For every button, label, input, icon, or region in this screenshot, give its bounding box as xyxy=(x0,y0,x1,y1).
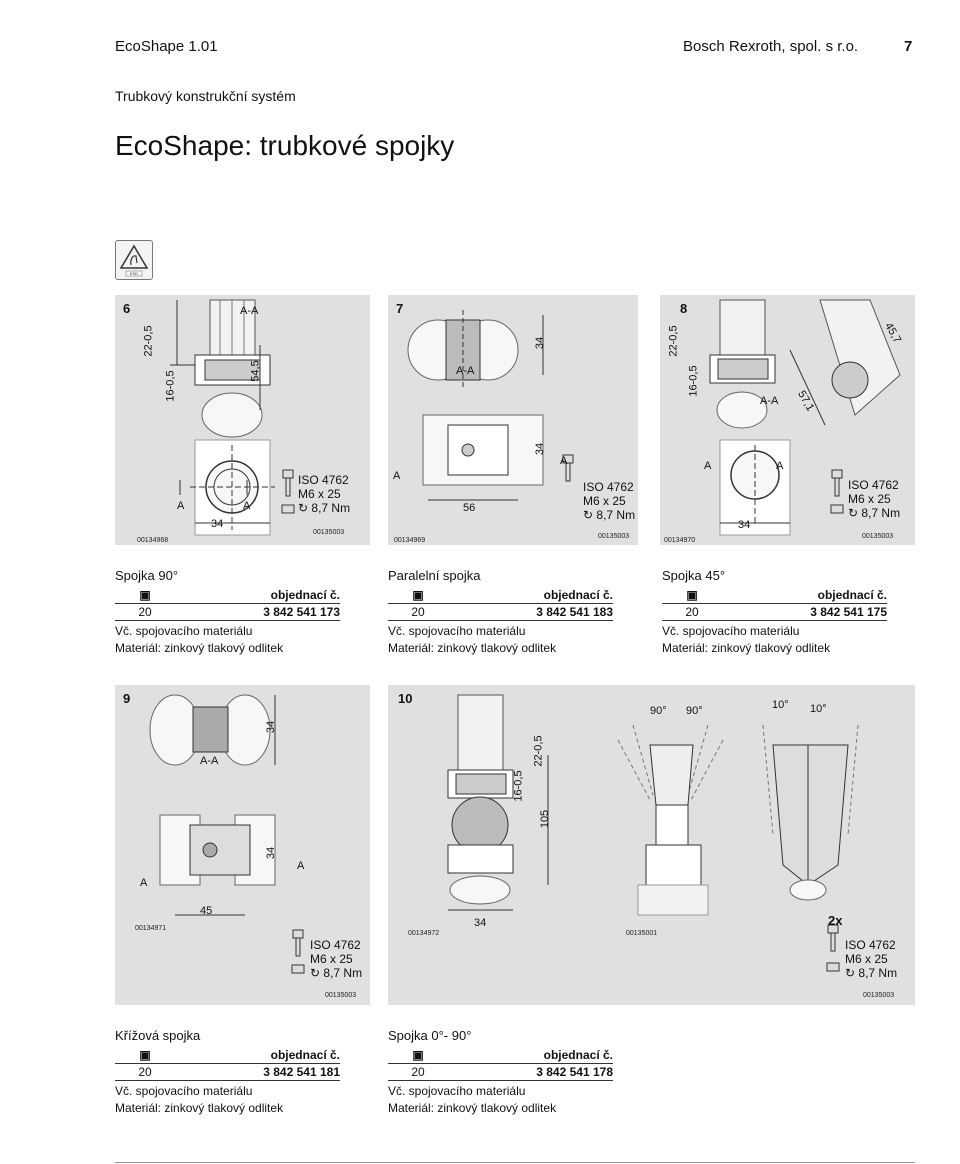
dim-label: 34 xyxy=(534,442,547,456)
dim-label: 34 xyxy=(265,720,278,734)
cut-marker: A xyxy=(243,500,251,512)
package-icon: ▣ xyxy=(115,1047,175,1064)
dim-label: 16-0,5 xyxy=(164,370,177,402)
page-title: EcoShape: trubkové spojky xyxy=(115,130,455,161)
drawing-code: 00135003 xyxy=(325,992,357,999)
page-subtitle: Trubkový konstrukční systém xyxy=(115,88,296,104)
dim-label: 34 xyxy=(738,519,751,531)
dim-label: 22-0,5 xyxy=(142,325,155,357)
panel-number: 6 xyxy=(123,301,131,316)
esd-icon: ESD xyxy=(115,240,153,280)
section-label: A-A xyxy=(456,365,475,377)
dim-label: 54,5 xyxy=(249,360,262,382)
dim-label: 34 xyxy=(265,846,278,860)
svg-text:ESD: ESD xyxy=(130,271,138,276)
dim-label: 16-0,5 xyxy=(687,365,700,397)
cut-marker: A xyxy=(393,470,401,482)
dim-label: 34 xyxy=(474,917,487,929)
product-name: Paralelní spojka xyxy=(388,568,481,583)
page-number: 7 xyxy=(904,38,913,55)
cut-marker: A xyxy=(177,500,185,512)
dim-label: 16-0,5 xyxy=(512,770,525,802)
drawing-code: 00134972 xyxy=(408,930,440,937)
drawing-panel-6: 6 A-A 22-0,5 16-0,5 54,5 34 A A ISO 4762… xyxy=(115,295,370,545)
dim-label: 105 xyxy=(539,809,552,829)
drawing-code: 00134968 xyxy=(137,537,169,544)
angle-label: 90° xyxy=(650,705,667,717)
header-company: Bosch Rexroth, spol. s r.o. xyxy=(683,38,859,55)
package-icon: ▣ xyxy=(388,587,448,604)
cut-marker: A xyxy=(704,460,712,472)
footer-divider xyxy=(115,1162,915,1163)
panel-number: 9 xyxy=(123,691,131,706)
panel-number: 8 xyxy=(680,301,688,316)
drawing-code: 00134970 xyxy=(664,537,696,544)
drawing-panel-8: 8 A-A 22-0,5 16-0,5 45,7 57,1 34 A A ISO… xyxy=(660,295,915,545)
drawing-code: 00135003 xyxy=(313,529,345,536)
product-name: Spojka 90° xyxy=(115,568,179,583)
drawing-code: 00135003 xyxy=(862,533,894,540)
dim-label: 45 xyxy=(200,905,213,917)
section-label: A-A xyxy=(240,305,259,317)
section-label: A-A xyxy=(200,755,219,767)
cut-marker: A xyxy=(776,460,784,472)
dim-label: 34 xyxy=(534,336,547,350)
cut-marker: A xyxy=(140,877,148,889)
product-name: Křížová spojka xyxy=(115,1028,201,1043)
drawing-code: 00135003 xyxy=(598,533,630,540)
drawing-code: 00135003 xyxy=(863,992,895,999)
section-label: A-A xyxy=(760,395,779,407)
quantity-label: 2x xyxy=(828,913,843,928)
header-product: EcoShape 1.01 xyxy=(115,38,218,55)
drawing-panel-10: 10 22-0,5 16-0,5 105 34 90° 90° 10° 10° … xyxy=(388,685,915,1005)
panel-number: 7 xyxy=(396,301,404,316)
package-icon: ▣ xyxy=(662,587,722,604)
dim-label: 56 xyxy=(463,502,476,514)
product-name: Spojka 45° xyxy=(662,568,726,583)
drawing-code: 00135001 xyxy=(626,930,658,937)
dim-label: 22-0,5 xyxy=(667,325,680,357)
product-name: Spojka 0°- 90° xyxy=(388,1028,472,1043)
angle-label: 90° xyxy=(686,705,703,717)
dim-label: 34 xyxy=(211,518,224,530)
dim-label: 22-0,5 xyxy=(532,735,545,767)
package-icon: ▣ xyxy=(388,1047,448,1064)
angle-label: 10° xyxy=(810,703,827,715)
panel-number: 10 xyxy=(398,691,413,706)
package-icon: ▣ xyxy=(115,587,175,604)
drawing-code: 00134971 xyxy=(135,925,167,932)
angle-label: 10° xyxy=(772,699,789,711)
cut-marker: A xyxy=(560,455,568,467)
drawing-code: 00134969 xyxy=(394,537,426,544)
cut-marker: A xyxy=(297,860,305,872)
